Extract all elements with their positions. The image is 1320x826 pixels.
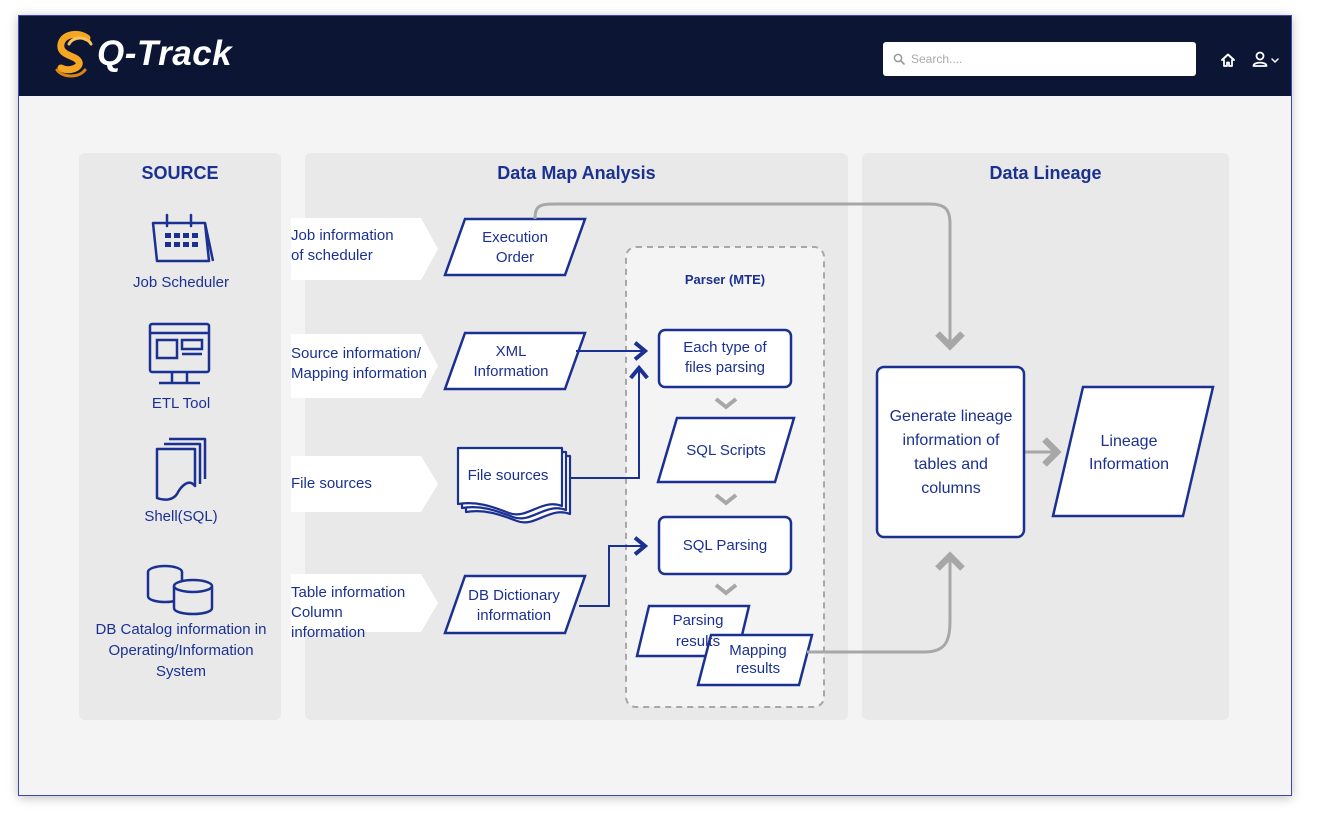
sql-scripts-node	[656, 416, 796, 484]
lineage-information-node	[1051, 385, 1215, 518]
xml-information-node	[443, 331, 587, 391]
execution-order-node	[443, 217, 587, 277]
search-input[interactable]	[909, 42, 1183, 76]
input-label-source: Source information/ Mapping information	[291, 345, 427, 382]
chevron-down-icon	[714, 583, 738, 596]
file-sources-node	[456, 446, 572, 524]
database-icon	[146, 564, 214, 616]
mapping-results-label: Mapping results	[729, 642, 787, 677]
xml-information-label: XML Information	[473, 343, 549, 380]
source-panel-title: SOURCE	[141, 163, 219, 183]
source-label-etl-tool: ETL Tool	[151, 395, 211, 412]
parser-title: Parser (MTE)	[684, 272, 766, 287]
file-sources-label: File sources	[467, 467, 549, 484]
data-flow-diagram	[146, 202, 1215, 708]
home-icon[interactable]	[1220, 52, 1236, 68]
input-arrow-file	[291, 456, 438, 512]
data-lineage-title: Data Lineage	[989, 163, 1102, 183]
source-panel: SOURCE	[79, 153, 281, 720]
input-label-job: Job information of scheduler	[291, 227, 394, 264]
execution-to-lineage-arrow	[533, 202, 965, 351]
sql-scripts-label: SQL Scripts	[686, 442, 766, 459]
source-label-job-scheduler: Job Scheduler	[133, 274, 229, 291]
files-parsing-box	[657, 328, 793, 389]
source-label-shell-sql: Shell(SQL)	[144, 508, 218, 525]
search-icon	[893, 53, 905, 65]
parsing-results-label: Parsing results	[672, 612, 724, 650]
input-arrow-source	[291, 334, 438, 398]
top-navigation-bar: Q-Track	[19, 16, 1291, 96]
input-label-file: File sources	[291, 475, 372, 492]
chevron-down-icon	[714, 493, 738, 506]
input-label-table: Table information Column information	[291, 584, 406, 641]
app-title: Q-Track	[97, 34, 233, 73]
chevron-down-icon	[714, 397, 738, 410]
documents-icon	[155, 437, 207, 501]
input-arrow-job	[291, 218, 438, 280]
q-track-logo-icon	[55, 30, 93, 78]
data-map-analysis-title: Data Map Analysis	[497, 163, 656, 183]
input-arrow-table	[291, 574, 438, 632]
sql-parsing-box	[657, 515, 793, 576]
execution-order-label: Execution Order	[482, 229, 548, 266]
monitor-icon	[148, 322, 211, 385]
file-to-parser-arrow	[570, 364, 649, 479]
sql-parsing-label: SQL Parsing	[682, 537, 768, 554]
db-dictionary-label: DB Dictionary information	[468, 587, 560, 624]
db-to-parser-arrow	[579, 536, 649, 607]
calendar-icon	[151, 213, 215, 263]
db-dictionary-node	[443, 574, 587, 635]
files-parsing-label: Each type of files parsing	[683, 339, 767, 376]
lineage-information-label: Lineage Information	[1088, 433, 1170, 473]
generate-lineage-box	[875, 365, 1026, 539]
source-label-db-catalog: DB Catalog information in Operating/Info…	[95, 621, 267, 680]
generate-lineage-label: Generate lineage information of tables a…	[889, 408, 1013, 497]
mapping-results-node	[696, 633, 814, 687]
search-box[interactable]	[883, 42, 1196, 76]
mapping-to-lineage-arrow	[807, 551, 965, 654]
user-menu-icon[interactable]	[1251, 51, 1281, 69]
app-window: Q-Track SOURCE Data Map Analysis Data Li…	[18, 15, 1292, 796]
